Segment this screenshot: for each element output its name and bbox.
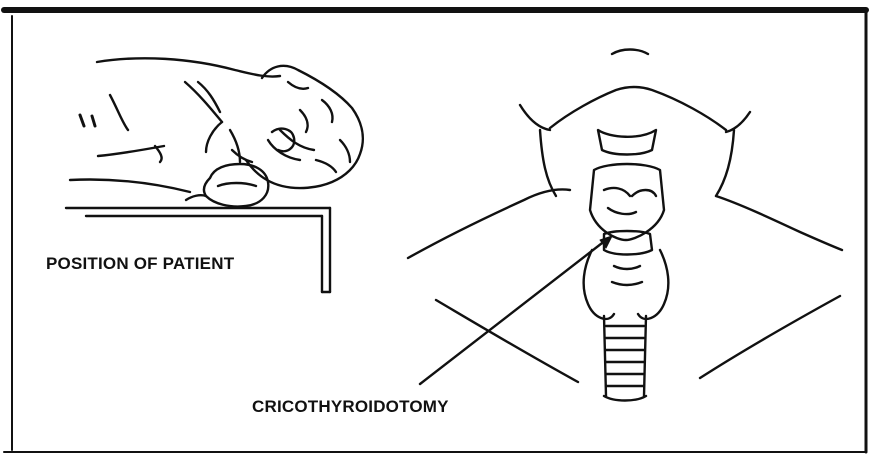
cricothyroidotomy-pointer — [420, 236, 612, 384]
patient-figure — [70, 58, 363, 206]
figure-frame — [4, 10, 866, 452]
cricothyroidotomy-label: CRICOTHYROIDOTOMY — [252, 397, 449, 417]
patient-table — [66, 208, 330, 292]
position-of-patient-label: POSITION OF PATIENT — [46, 254, 234, 274]
neck-anatomy — [408, 50, 842, 401]
